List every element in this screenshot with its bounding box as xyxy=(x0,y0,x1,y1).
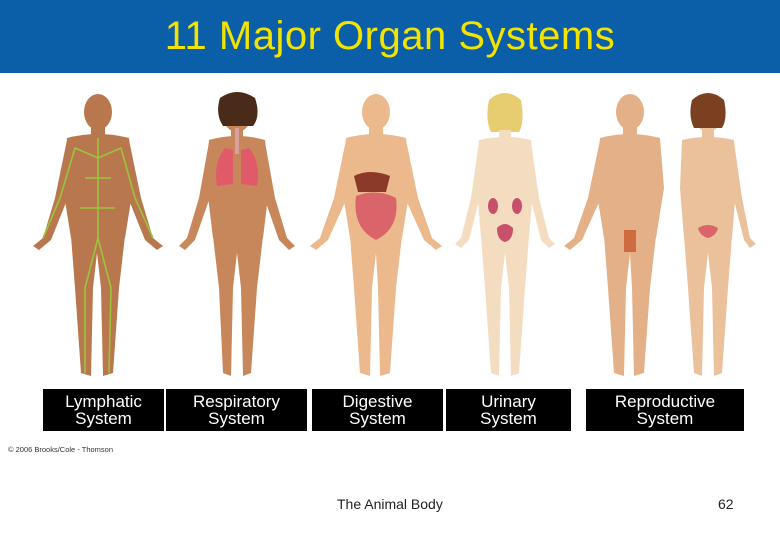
reproductive-figures xyxy=(564,93,756,376)
label-urinary-system: Urinary System xyxy=(446,389,571,431)
label-lymphatic-system: Lymphatic System xyxy=(43,389,164,431)
urinary-figure xyxy=(455,93,555,376)
respiratory-figure xyxy=(179,92,295,376)
body-illustrations xyxy=(0,88,780,388)
footer-center-text: The Animal Body xyxy=(337,496,443,512)
label-respiratory-system: Respiratory System xyxy=(166,389,307,431)
label-reproductive-system: Reproductive System xyxy=(586,389,744,431)
lymphatic-figure xyxy=(33,94,163,376)
slide-title: 11 Major Organ Systems xyxy=(164,14,616,58)
page-number: 62 xyxy=(718,496,734,512)
title-bar: 11 Major Organ Systems xyxy=(0,0,780,73)
copyright-credit: © 2006 Brooks/Cole - Thomson xyxy=(8,445,114,454)
label-digestive-system: Digestive System xyxy=(312,389,443,431)
digestive-figure xyxy=(310,94,442,376)
